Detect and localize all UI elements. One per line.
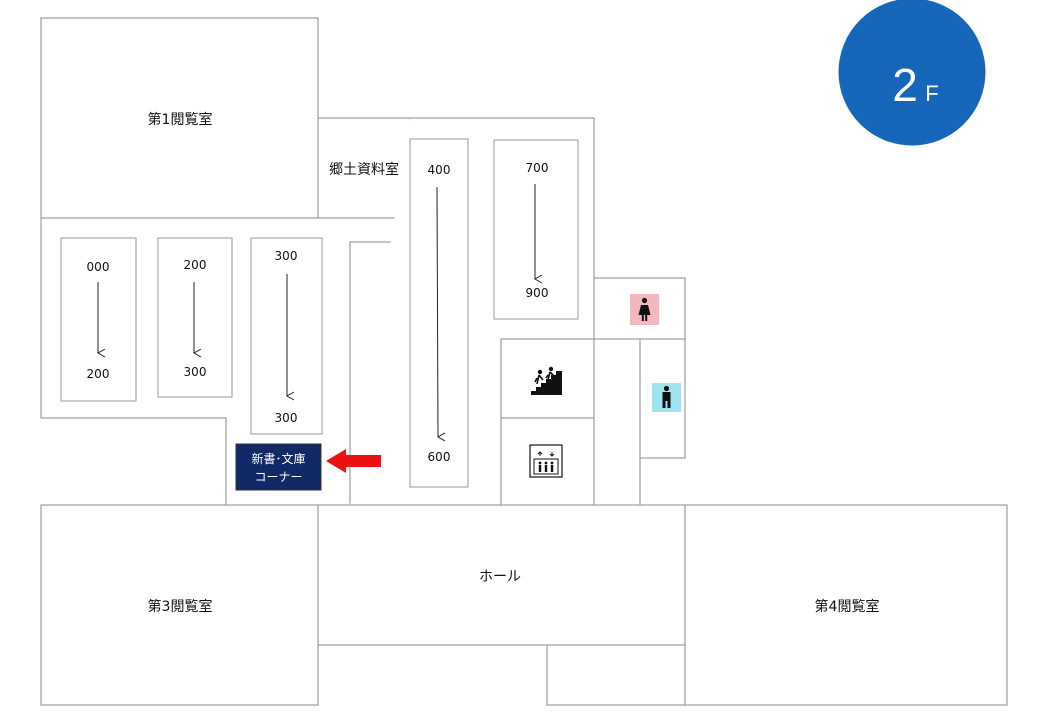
shelf-2-from: 200: [184, 258, 207, 272]
shelf-5: [493, 139, 579, 320]
room-reading1: [40, 17, 319, 219]
room-reading1-label: 第1閲覧室: [148, 111, 213, 128]
room-hall-label: ホール: [479, 569, 521, 585]
elevator-icon: [529, 444, 563, 478]
stairs-icon: [530, 364, 562, 396]
floor-suffix: F: [925, 81, 938, 106]
red-pointer-arrow: [326, 449, 381, 473]
shelf-1-to: 200: [87, 367, 110, 381]
shelf-3-to: 300: [275, 411, 298, 425]
corner-label-line2: コーナー: [254, 470, 302, 484]
room-annex: [546, 644, 686, 706]
shelf-5-to: 900: [526, 286, 549, 300]
shelf-2-to: 300: [184, 365, 207, 379]
shelf-4-arrow: [436, 186, 446, 442]
floor-number: 2: [892, 59, 918, 111]
shelf-2: [157, 237, 233, 398]
room-reading3: [40, 504, 319, 706]
women-restroom-icon: [630, 294, 659, 325]
shelf-1-from: 000: [87, 260, 110, 274]
corridor-walls: [593, 339, 641, 505]
shelf-5-from: 700: [526, 161, 549, 175]
shelf-4: [409, 138, 469, 488]
shelf-4-to: 600: [428, 450, 451, 464]
room-reading4-label: 第4閲覧室: [815, 598, 880, 615]
shelf-3-from: 300: [275, 249, 298, 263]
men-restroom-icon: [652, 383, 681, 412]
room-reading4: [684, 504, 1008, 706]
floor-badge: 2 F: [835, 0, 989, 149]
shinsho-bunko-corner: 新書･文庫 コーナー: [235, 443, 322, 491]
room-local-materials-label: 郷土資料室: [329, 161, 399, 178]
corner-label-line1: 新書･文庫: [251, 451, 305, 466]
room-reading3-label: 第3閲覧室: [148, 598, 213, 615]
room-local-materials: [317, 117, 411, 219]
shelf-4-from: 400: [428, 163, 451, 177]
